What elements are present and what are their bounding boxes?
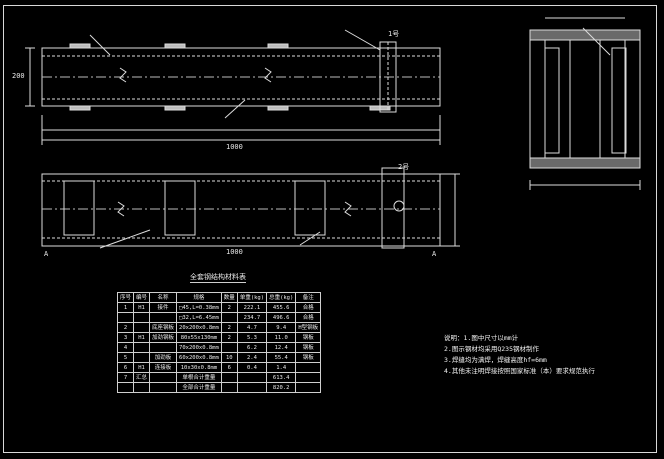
note-line-3: 3.焊缝均为满焊，焊缝高度hf=6mm [444, 356, 547, 364]
note-line-1: 说明：1.图中尺寸以mm计 [444, 334, 519, 342]
dim-total-bottom: 1000 [226, 248, 243, 256]
note-line-4: 4.其他未注明焊接按照国家标准（本）要求规范执行 [444, 367, 595, 375]
dim-total-top: 1000 [226, 143, 243, 151]
bottom-plan-view [41, 167, 460, 249]
material-table-title: 全套钢结构材料表 [190, 273, 246, 283]
note-line-2: 2.图示钢材均采用Q235钢材制作 [444, 345, 539, 353]
dim-height-left: 200 [12, 72, 25, 80]
top-elevation-view [25, 29, 441, 145]
callout-end-plate: 1号 [388, 30, 400, 38]
drawing-frame [3, 5, 657, 453]
table-header-row: 序号 编号 名称 规格 数量 单重(kg) 总重(kg) 备注 [116, 292, 322, 303]
section-mark-right: A [432, 250, 437, 258]
callout-plan-plate: 2号 [398, 163, 410, 171]
section-mark-left: A [44, 250, 49, 258]
section-view [529, 17, 641, 190]
